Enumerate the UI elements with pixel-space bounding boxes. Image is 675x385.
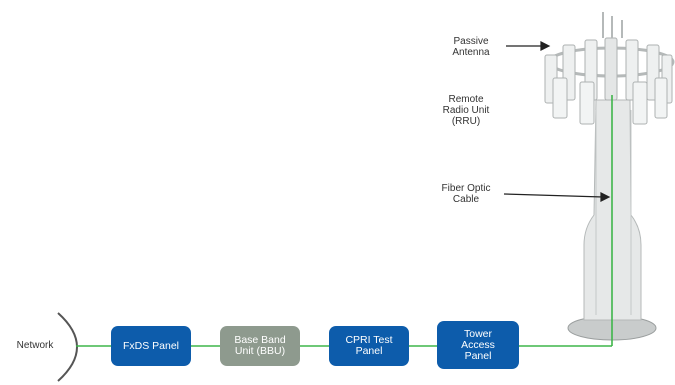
tower-access-panel-box: Tower Access Panel — [437, 321, 519, 369]
fiber-arrow — [503, 193, 604, 198]
label-network: Network — [16, 340, 54, 351]
label-rru: Remote Radio Unit (RRU) — [442, 94, 490, 127]
tower-icon — [544, 12, 675, 341]
fiber-arrowhead-icon — [600, 192, 611, 202]
fxds-panel-box: FxDS Panel — [111, 326, 191, 366]
network-arc-icon — [57, 312, 78, 382]
label-fiber-optic: Fiber Optic Cable — [441, 183, 491, 205]
label-passive-antenna: Passive Antenna — [452, 36, 490, 58]
bbu-box: Base Band Unit (BBU) — [220, 326, 300, 366]
cpri-test-panel-box: CPRI Test Panel — [329, 326, 409, 366]
antenna-arrowhead-icon — [540, 41, 551, 51]
